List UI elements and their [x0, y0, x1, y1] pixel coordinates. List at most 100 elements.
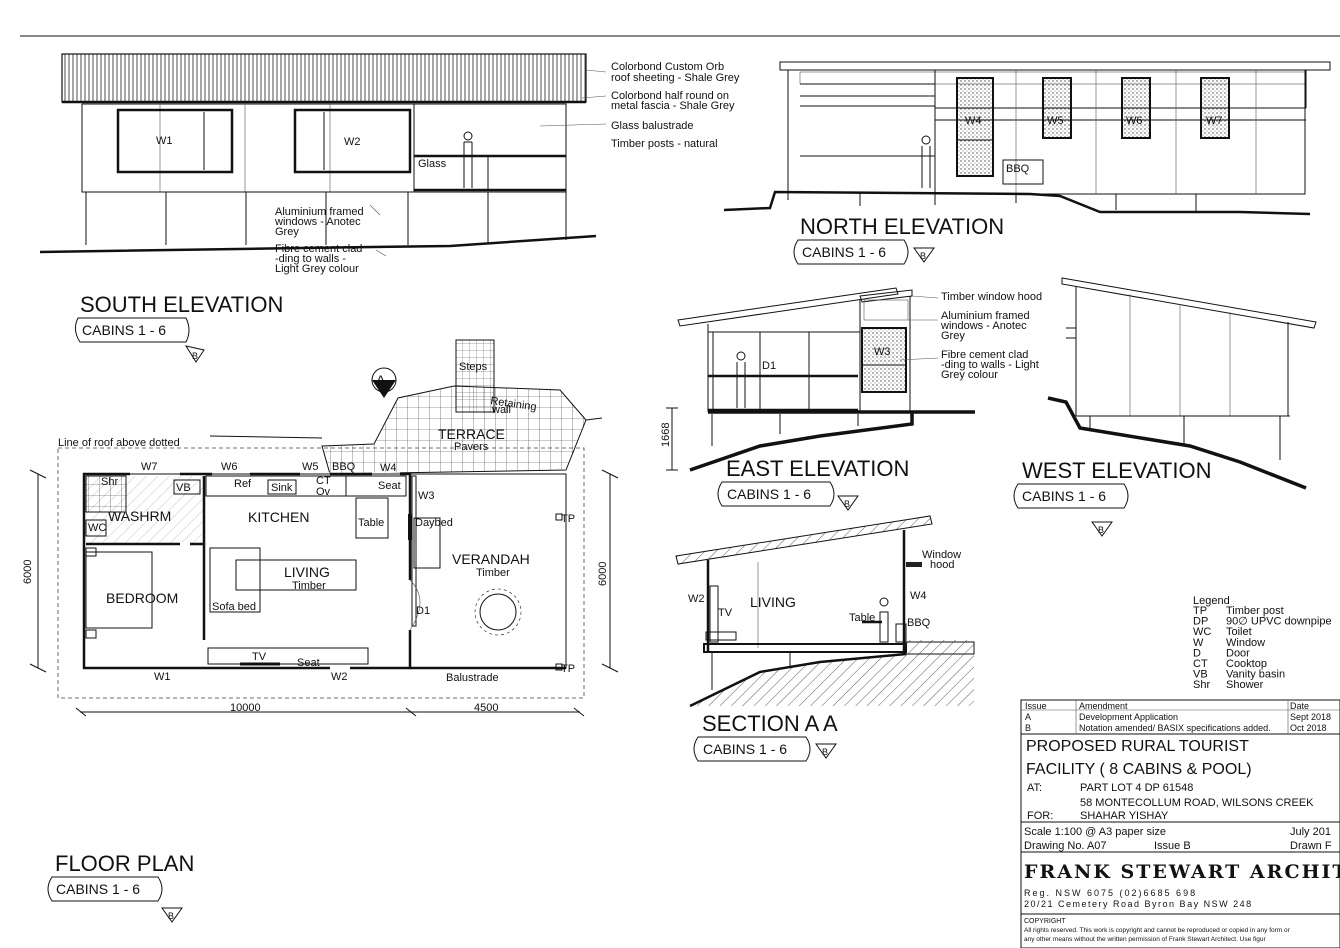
tb-issue: Issue B — [1154, 840, 1191, 852]
tb-row-a-issue: A — [1025, 712, 1031, 722]
north-window-w7 — [1200, 77, 1230, 139]
section-aa: W2 TV LIVING Table BBQ W4 Window hood SE… — [675, 515, 975, 762]
note-fibre-1: Fibre cement clad — [275, 243, 362, 255]
note-roof-1: Colorbond Custom Orb — [611, 61, 724, 73]
legend-code: TP — [1193, 605, 1207, 617]
legend-code: VB — [1193, 669, 1208, 681]
tb-copyright-2: any other means without the written perm… — [1024, 936, 1267, 943]
plan-daybed: Daybed — [415, 517, 453, 529]
floor-plan: A Steps Retaining wall TERRACE Pavers Li… — [22, 339, 619, 923]
plan-bbq: BBQ — [332, 461, 356, 473]
plan-w1: W1 — [154, 671, 171, 683]
south-window-w2 — [293, 108, 412, 174]
east-note-fibre-3: Grey colour — [941, 369, 998, 381]
plan-sofabed: Sofa bed — [212, 601, 256, 613]
north-window-w6 — [1121, 77, 1151, 139]
verandah-label: VERANDAH — [452, 551, 530, 567]
terrace-pavers — [321, 385, 587, 475]
plan-shr: Shr — [101, 476, 118, 488]
note-timber-posts: Timber posts - natural — [611, 138, 718, 150]
tb-row-a-amendment: Development Application — [1079, 712, 1178, 722]
west-ground-line — [1047, 396, 1307, 490]
living-label: LIVING — [284, 564, 330, 580]
north-w5-label: W5 — [1047, 115, 1064, 127]
south-rev-triangle — [184, 345, 205, 363]
tb-row-b-issue: B — [1025, 723, 1031, 733]
legend-title: Legend — [1193, 595, 1230, 607]
plan-ct: CT — [316, 475, 331, 487]
plan-balustrade: Balustrade — [446, 672, 499, 684]
plan-seat-2: Seat — [297, 657, 320, 669]
bedroom-label: BEDROOM — [106, 590, 178, 606]
section-living-label: LIVING — [750, 594, 796, 610]
tb-drawn: Drawn F — [1290, 840, 1332, 852]
south-window-w1 — [116, 108, 234, 174]
east-ground-line — [689, 412, 914, 472]
section-hood-label-1: Window — [922, 549, 961, 561]
section-marker-label: A — [376, 372, 386, 388]
dim-left-label: 6000 — [22, 560, 34, 584]
south-rev: B — [192, 351, 198, 361]
north-bbq-label: BBQ — [1006, 163, 1030, 175]
south-glass-label: Glass — [418, 158, 447, 170]
plan-rev: B — [168, 911, 174, 921]
legend-code: WC — [1193, 626, 1211, 638]
north-w4-label: W4 — [965, 115, 982, 127]
west-subtitle: CABINS 1 - 6 — [1022, 488, 1106, 504]
east-note-fibre-1: Fibre cement clad — [941, 349, 1028, 361]
legend-desc: Timber post — [1226, 605, 1284, 617]
section-floor — [703, 643, 907, 653]
plan-ref: Ref — [234, 478, 252, 490]
section-subtitle: CABINS 1 - 6 — [703, 741, 787, 757]
north-w6-label: W6 — [1126, 115, 1143, 127]
north-rev: B — [920, 251, 926, 261]
legend-desc: 90∅ UPVC downpipe — [1226, 616, 1332, 628]
tb-scale: Scale 1:100 @ A3 paper size — [1024, 826, 1166, 838]
south-cloud — [74, 317, 190, 343]
legend-desc: Shower — [1226, 679, 1264, 691]
section-rev: B — [822, 747, 828, 757]
note-fibre-3: Light Grey colour — [275, 263, 359, 275]
shower — [85, 475, 127, 513]
plan-w7: W7 — [141, 461, 158, 473]
plan-cloud — [47, 876, 163, 902]
tb-project-1: PROPOSED RURAL TOURIST — [1026, 738, 1249, 755]
person-figure — [463, 131, 473, 141]
plan-tp-1: TP — [561, 513, 575, 525]
tb-address: 20/21 Cemetery Road Byron Bay NSW 248 — [1024, 899, 1253, 909]
plan-ov: Ov — [316, 486, 331, 498]
east-elevation: D1 W3 1668 Timber window hood Aluminium … — [660, 287, 1042, 511]
legend-desc: Window — [1226, 637, 1265, 649]
note-aluminium-3: Grey — [275, 226, 299, 238]
plan-table: Table — [358, 517, 384, 529]
tb-row-b-amendment: Notation amended/ BASIX specifications a… — [1079, 723, 1271, 733]
section-hood-label-2: hood — [930, 559, 954, 571]
north-w7-label: W7 — [1206, 115, 1223, 127]
legend-code: Shr — [1193, 679, 1210, 691]
note-fibre-2: -ding to walls - — [275, 253, 346, 265]
east-elevation-title: EAST ELEVATION — [726, 456, 909, 481]
east-note-fibre-2: -ding to walls - Light — [941, 359, 1039, 371]
east-note-hood: Timber window hood — [941, 291, 1042, 303]
roof-note: Line of roof above dotted — [58, 437, 180, 449]
note-aluminium-1: Aluminium framed — [275, 206, 364, 218]
legend-desc: Toilet — [1226, 626, 1252, 638]
east-subtitle: CABINS 1 - 6 — [727, 486, 811, 502]
east-cloud — [717, 481, 835, 507]
tb-head-amendment: Amendment — [1079, 701, 1128, 711]
living-timber-label: Timber — [292, 580, 326, 592]
south-w2-label: W2 — [344, 136, 361, 148]
tb-firm: FRANK STEWART ARCHITECT — [1024, 861, 1340, 883]
south-ground-line — [39, 234, 597, 254]
note-roof-2: roof sheeting - Shale Grey — [611, 72, 740, 84]
tb-copyright-1: All rights reserved. This work is copyri… — [1024, 927, 1291, 934]
note-fascia-2: metal fascia - Shale Grey — [611, 100, 735, 112]
tb-at-1: PART LOT 4 DP 61548 — [1080, 782, 1193, 794]
plan-sink: Sink — [271, 482, 293, 494]
tb-row-a-date: Sept 2018 — [1290, 712, 1331, 722]
west-cloud — [1013, 483, 1129, 509]
north-elevation: W4 W5 W6 W7 BBQ NORTH ELEVATION CABINS 1… — [723, 61, 1331, 265]
east-d1-label: D1 — [762, 360, 776, 372]
